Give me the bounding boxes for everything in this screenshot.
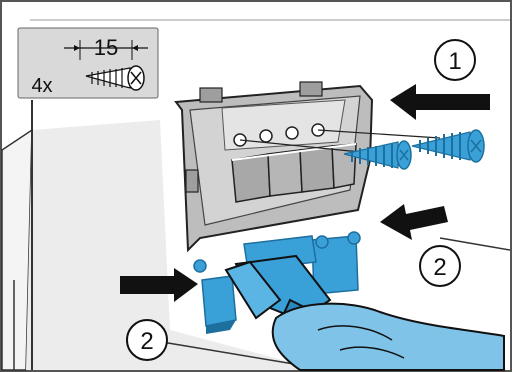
step-2-label-right: 2 xyxy=(433,254,446,281)
screw-quantity: 4x xyxy=(31,75,52,97)
arrow-right xyxy=(120,268,198,302)
step-2-marker-right: 2 xyxy=(419,245,461,287)
hinge-mechanism xyxy=(231,143,357,203)
screw-icon xyxy=(85,65,145,91)
gloved-hand xyxy=(271,302,505,371)
arrow-left-upper xyxy=(390,84,490,120)
step-2-marker-left: 2 xyxy=(126,319,168,361)
step-1-label: 1 xyxy=(448,48,461,75)
screw-hole xyxy=(259,129,273,143)
blue-screw-upper xyxy=(411,129,485,163)
blue-clip-left xyxy=(193,259,237,334)
screw-length-value: 15 xyxy=(94,35,118,60)
screw-hole xyxy=(285,126,299,140)
blue-screw-lower xyxy=(343,140,412,170)
blue-clip-right xyxy=(311,231,361,295)
screw-spec-inset: 15 4x xyxy=(17,27,159,99)
step-2-label-left: 2 xyxy=(140,328,153,355)
hinge-housing xyxy=(174,81,441,253)
step-1-marker: 1 xyxy=(434,39,476,81)
arrow-left-lower xyxy=(380,204,448,240)
